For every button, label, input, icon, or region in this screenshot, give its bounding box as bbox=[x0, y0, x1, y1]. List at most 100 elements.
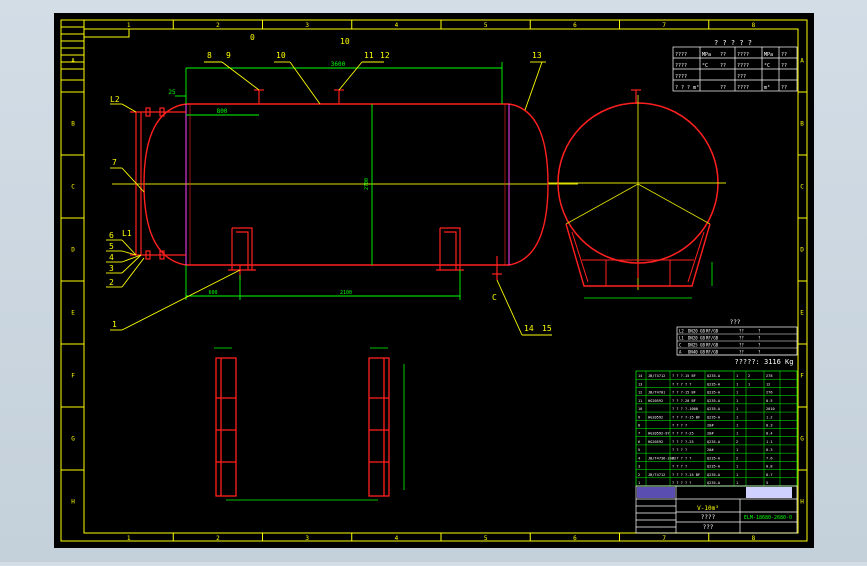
parts-cell: 278 bbox=[766, 374, 773, 378]
parts-cell: 2010 bbox=[766, 407, 775, 411]
parts-cell: HG20592-97 bbox=[648, 432, 670, 436]
dim-shell-length: 3600 bbox=[331, 61, 346, 68]
parts-cell: Q235-A bbox=[707, 440, 721, 444]
parts-cell: 5 bbox=[766, 481, 768, 485]
parts-cell: 276 bbox=[766, 391, 773, 395]
vessel-end-view bbox=[548, 95, 726, 299]
parts-cell: ? ? ? ?-1000 bbox=[672, 407, 698, 411]
parts-cell: 0.4 bbox=[766, 432, 773, 436]
label-C: C bbox=[492, 293, 497, 302]
nozzle-cell: ? bbox=[758, 329, 761, 334]
spec-cell: ?? bbox=[720, 52, 726, 58]
label-11: 11 bbox=[364, 51, 374, 60]
parts-cell: 11 bbox=[638, 399, 642, 403]
parts-cell: HG20592 bbox=[648, 399, 663, 403]
nozzle-cell: ?? bbox=[739, 350, 744, 355]
parts-cell: JB/T4736-2002 bbox=[648, 456, 676, 460]
dim-support-spacing: 2100 bbox=[340, 290, 352, 296]
spec-cell: ? ? ? m³ bbox=[675, 85, 699, 91]
parts-cell: ? ? ?-20 BF bbox=[672, 399, 696, 403]
parts-cell: 1 bbox=[748, 382, 750, 386]
nozzle-cell: RF/GB bbox=[706, 336, 719, 341]
parts-cell: ? ? ? ? ? bbox=[672, 382, 691, 386]
parts-cell: JB/T4712 bbox=[648, 374, 665, 378]
grid-bottom-2: 2 bbox=[216, 535, 220, 542]
grid-right-A: A bbox=[800, 58, 804, 65]
nozzle-cell: RF/GB bbox=[706, 329, 719, 334]
label-L2: L2 bbox=[110, 95, 120, 104]
label-8: 8 bbox=[207, 51, 212, 60]
vessel-elevation: 3600 800 25 600 2100 2700 L2 7 6 5 bbox=[106, 33, 641, 336]
grid-left-F: F bbox=[71, 373, 75, 380]
grid-right-D: D bbox=[800, 247, 804, 254]
label-14: 14 bbox=[524, 324, 534, 333]
parts-cell: 1 bbox=[736, 399, 738, 403]
parts-cell: 1 bbox=[736, 448, 738, 452]
nozzle-cell: L1 bbox=[679, 336, 684, 341]
grid-bottom-8: 8 bbox=[752, 535, 756, 542]
grid-top-1: 1 bbox=[127, 22, 131, 29]
parts-cell: HG20592 bbox=[648, 415, 663, 419]
parts-cell: 20# bbox=[707, 448, 714, 452]
dim-left-support: 600 bbox=[208, 290, 217, 296]
company-logo-block bbox=[637, 487, 675, 498]
grid-top-8: 8 bbox=[752, 22, 756, 29]
nozzle-cell: ?? bbox=[739, 343, 744, 348]
grid-top-6: 6 bbox=[573, 22, 577, 29]
drawing-sheet bbox=[54, 13, 814, 548]
label-0: 0 bbox=[250, 33, 255, 42]
spec-cell: ?? bbox=[781, 85, 787, 91]
parts-cell: 0.3 bbox=[766, 448, 773, 452]
drawing-title: V-10m³ bbox=[697, 505, 719, 512]
spec-cell: ??? bbox=[737, 74, 746, 80]
drawing-number: ELM-18680-2680-0 bbox=[744, 515, 792, 521]
spec-cell: ???? bbox=[737, 85, 749, 91]
parts-cell: 1 bbox=[736, 481, 738, 485]
grid-bottom-6: 6 bbox=[573, 535, 577, 542]
parts-cell: 13 bbox=[638, 382, 642, 386]
saddle-supports bbox=[228, 227, 502, 280]
nozzle-cell: RF/GB bbox=[706, 343, 719, 348]
parts-cell: 20# bbox=[707, 432, 714, 436]
nozzle-cell: C bbox=[679, 343, 682, 348]
dimensions bbox=[175, 62, 503, 300]
parts-cell: 20# bbox=[707, 424, 714, 428]
nozzle-cell: ? bbox=[758, 336, 761, 341]
spec-cell: ???? bbox=[737, 63, 749, 69]
parts-cell: 1 bbox=[736, 391, 738, 395]
parts-cell: ? ? ? ? bbox=[672, 465, 687, 469]
grid-right-G: G bbox=[800, 436, 804, 443]
parts-cell: 3 bbox=[638, 465, 640, 469]
spec-cell: ?? bbox=[781, 52, 787, 58]
spec-cell: ???? bbox=[675, 74, 687, 80]
parts-cell: JB/T4712 bbox=[648, 473, 665, 477]
nozzle-cell: DN25 GB bbox=[688, 343, 705, 348]
dim-flange-offset: 25 bbox=[168, 89, 176, 96]
parts-cell: 10 bbox=[638, 407, 642, 411]
parts-cell: 2 bbox=[736, 440, 738, 444]
parts-cell: 0.7 bbox=[766, 473, 773, 477]
nozzle-cell: L2 bbox=[679, 329, 684, 334]
spec-cell: m³ bbox=[764, 85, 770, 91]
parts-cell: 1 bbox=[736, 415, 738, 419]
parts-cell: 2 bbox=[736, 456, 738, 460]
spec-cell: ?? bbox=[720, 63, 726, 69]
label-9: 9 bbox=[226, 51, 231, 60]
grid-right-F: F bbox=[800, 373, 804, 380]
parts-cell: 0.5 bbox=[766, 399, 773, 403]
nozzle-cell: ? bbox=[758, 343, 761, 348]
nozzle-cell: RF/GB bbox=[706, 350, 719, 355]
grid-top-2: 2 bbox=[216, 22, 220, 29]
parts-cell: 1 bbox=[736, 374, 738, 378]
grid-left-A: A bbox=[71, 58, 75, 65]
parts-cell: ? ? ? ? bbox=[672, 448, 687, 452]
label-13: 13 bbox=[532, 51, 542, 60]
top-nozzles bbox=[254, 89, 641, 104]
parts-cell: ? ? ? ? ? bbox=[672, 481, 691, 485]
parts-cell: Q235-A bbox=[707, 391, 721, 395]
label-1: 1 bbox=[112, 320, 117, 329]
